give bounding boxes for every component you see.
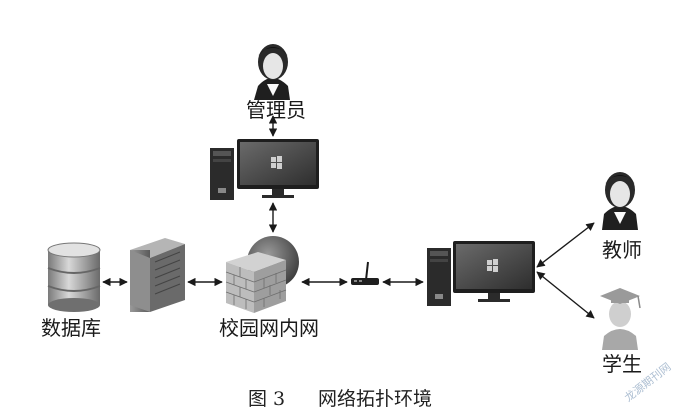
teacher-person-icon bbox=[602, 172, 638, 230]
server-icon bbox=[130, 238, 185, 312]
admin-label: 管理员 bbox=[246, 98, 306, 122]
database-icon bbox=[47, 242, 101, 312]
router-icon bbox=[351, 261, 379, 285]
client-to-student-arrow bbox=[536, 271, 595, 319]
figure-title: 网络拓扑环境 bbox=[318, 388, 433, 410]
connections bbox=[102, 115, 595, 319]
database-label: 数据库 bbox=[41, 316, 101, 340]
client-computer-icon bbox=[427, 241, 535, 306]
admin-person-icon bbox=[254, 44, 290, 100]
student-label: 学生 bbox=[602, 352, 642, 376]
student-graduate-icon bbox=[600, 288, 641, 350]
campus-net-label: 校园网内网 bbox=[219, 316, 319, 340]
admin-computer-icon bbox=[210, 139, 319, 200]
figure-number: 图 3 bbox=[248, 388, 286, 410]
teacher-label: 教师 bbox=[602, 238, 642, 262]
firewall-icon bbox=[225, 252, 287, 313]
client-to-teacher-arrow bbox=[536, 222, 595, 268]
